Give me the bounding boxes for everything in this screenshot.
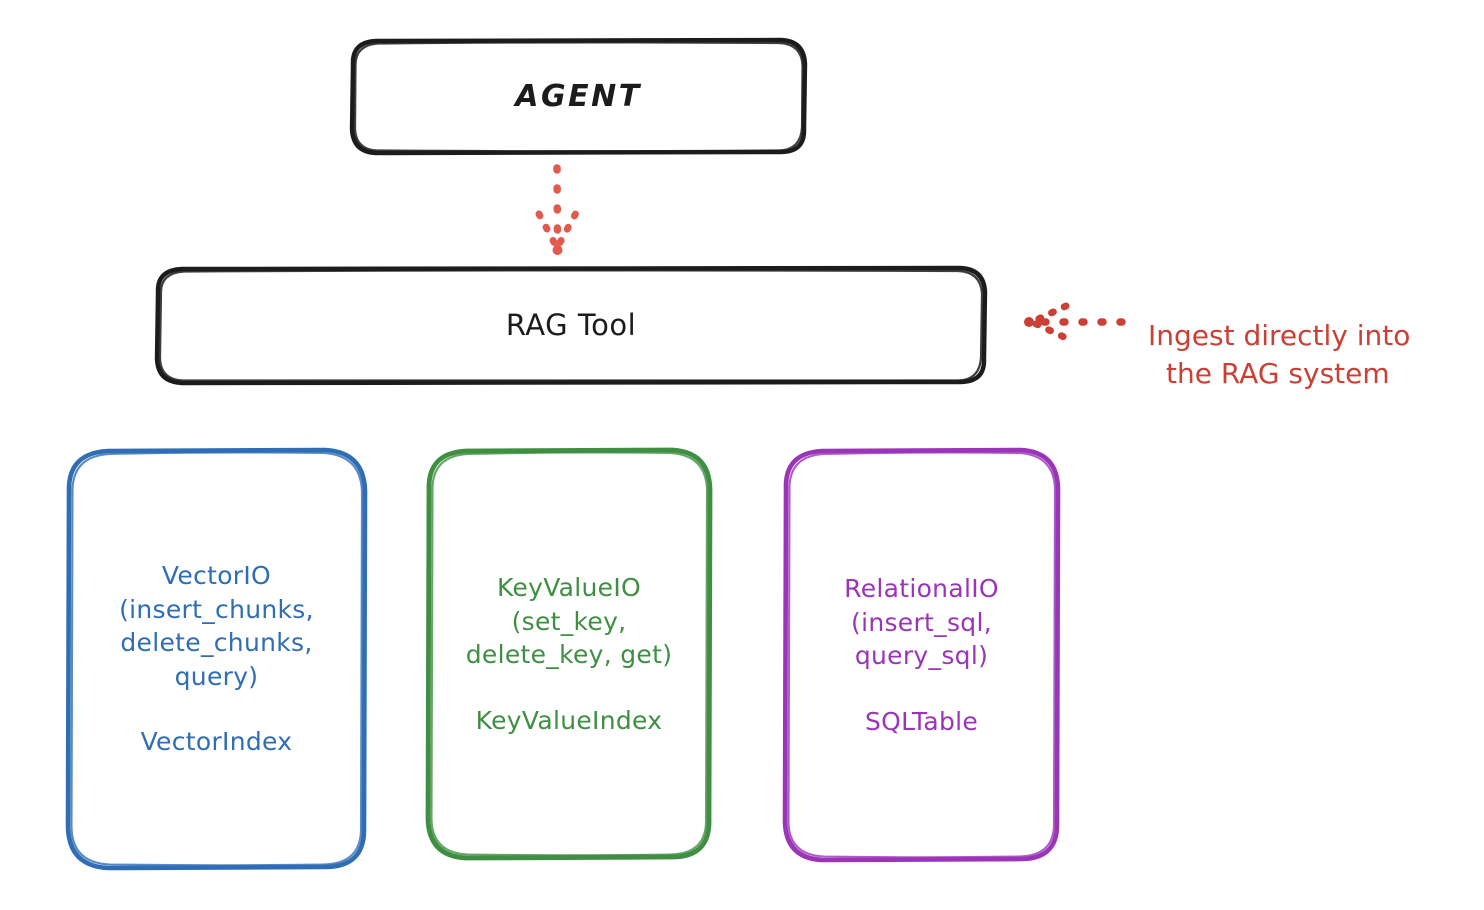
node-vector-io[interactable]: VectorIO (insert_chunks, delete_chunks, … xyxy=(68,450,365,868)
agent-to-rag-connector xyxy=(535,164,580,255)
node-key-value-io-label: KeyValueIO (set_key, delete_key, get) xyxy=(465,573,673,669)
rag-tool-box-outline xyxy=(154,265,988,386)
node-relational-io[interactable]: RelationalIO (insert_sql, query_sql) SQL… xyxy=(785,450,1058,860)
node-relational-io-label: RelationalIO (insert_sql, query_sql) xyxy=(844,574,999,670)
vectorio-box-outline xyxy=(65,447,368,871)
node-agent-label: AGENT xyxy=(515,79,642,114)
node-rag-tool[interactable]: RAG Tool xyxy=(157,268,985,383)
node-key-value-io-index-label: KeyValueIndex xyxy=(475,705,663,735)
keyvalueio-box-outline xyxy=(425,447,713,861)
relationalio-box-outline xyxy=(782,447,1061,863)
ingest-annotation-line1: Ingest directly into xyxy=(1148,318,1411,352)
ingest-arrow xyxy=(1024,302,1126,342)
node-key-value-io[interactable]: KeyValueIO (set_key, delete_key, get) Ke… xyxy=(428,450,710,858)
node-vector-io-label: VectorIO (insert_chunks, delete_chunks, … xyxy=(119,561,314,691)
node-vector-io-index-label: VectorIndex xyxy=(140,727,293,757)
node-rag-tool-label: RAG Tool xyxy=(505,307,637,342)
node-agent[interactable]: AGENT xyxy=(352,40,805,153)
ingest-annotation: Ingest directly into the RAG system xyxy=(1148,278,1478,433)
agent-box-outline xyxy=(349,37,808,156)
node-relational-io-table-label: SQLTable xyxy=(864,706,979,736)
ingest-annotation-line2: the RAG system xyxy=(1166,357,1390,391)
